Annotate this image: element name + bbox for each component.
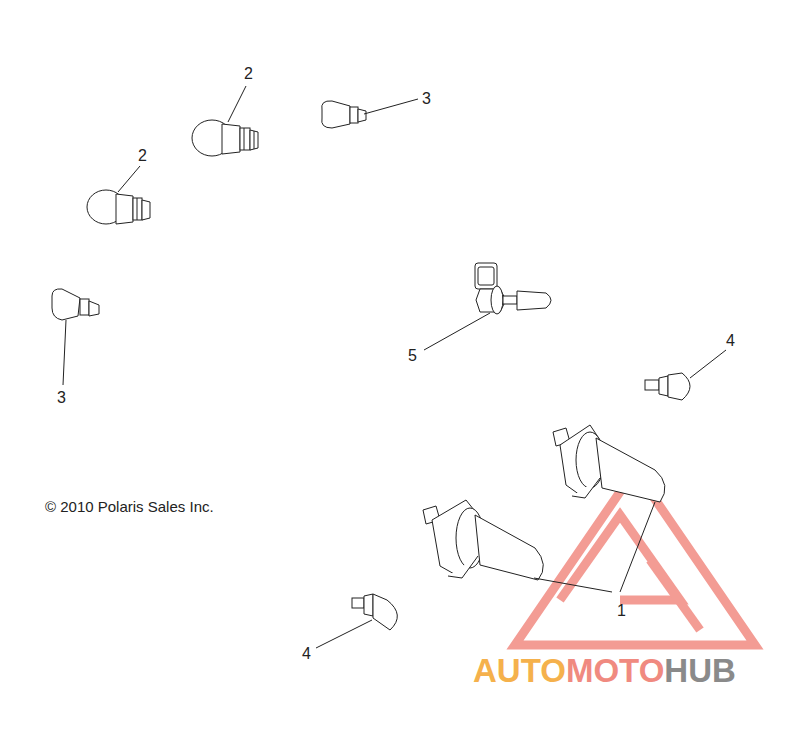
callout-number: 2 — [138, 148, 147, 164]
callout-number: 4 — [726, 333, 735, 349]
wedge-bulb — [645, 373, 690, 400]
callout-number: 4 — [302, 646, 311, 662]
mini-bulb — [52, 289, 99, 320]
headlight-bulb — [475, 263, 551, 314]
wedge-bulb — [192, 120, 258, 156]
wedge-bulb — [87, 190, 150, 224]
callout-number: 2 — [244, 66, 253, 82]
watermark-text: AUTO — [473, 654, 566, 687]
h4-bulb — [423, 500, 543, 580]
h4-bulb — [553, 425, 665, 502]
callout-number: 3 — [422, 91, 431, 107]
copyright-note: © 2010 Polaris Sales Inc. — [45, 499, 214, 514]
callout-number: 3 — [57, 390, 66, 406]
leader-lines — [63, 86, 726, 648]
mini-bulb — [322, 101, 366, 128]
watermark-text: MOTO — [566, 654, 664, 687]
callout-number: 5 — [408, 348, 417, 364]
watermark-text: HUB — [664, 654, 736, 687]
callout-number: 1 — [617, 603, 626, 619]
wedge-bulb — [352, 594, 397, 630]
